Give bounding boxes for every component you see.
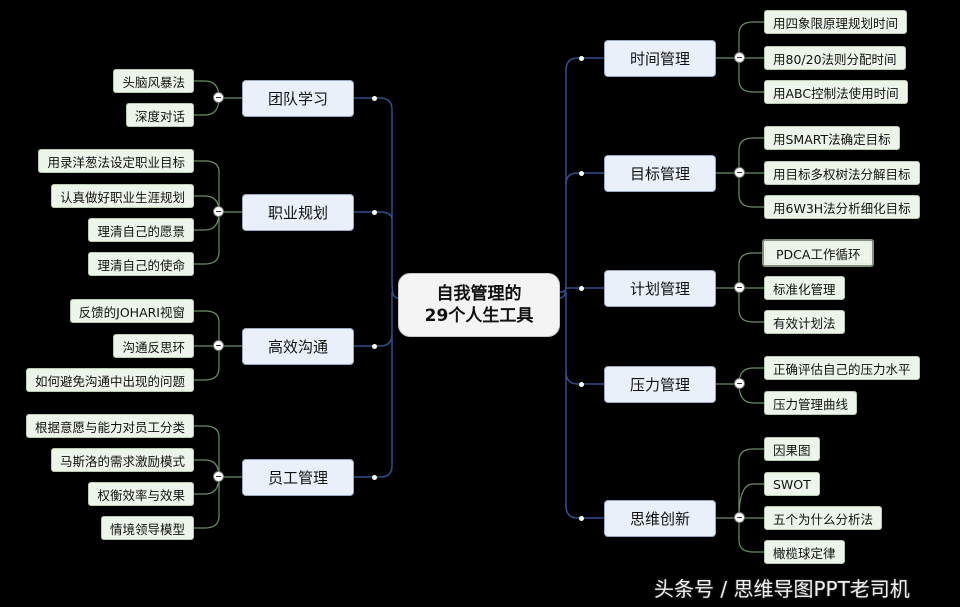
- subtopic[interactable]: 用SMART法确定目标: [764, 126, 900, 150]
- subtopic[interactable]: 深度对话: [125, 103, 194, 127]
- subtopic[interactable]: SWOT: [764, 472, 820, 496]
- central-topic-line-2: 29个人生工具: [424, 306, 534, 326]
- subtopic[interactable]: 如何避免沟通中出现的问题: [25, 368, 194, 392]
- subtopic[interactable]: 沟通反思环: [113, 334, 194, 358]
- right-trunk-connectors: [559, 57, 604, 519]
- collapse-toggle-icon[interactable]: [213, 471, 224, 482]
- subtopic[interactable]: 用目标多权树法分解目标: [764, 161, 920, 185]
- topic-time-management[interactable]: 时间管理: [604, 40, 716, 77]
- collapse-toggle-icon[interactable]: [213, 340, 224, 351]
- subtopic[interactable]: 用6W3H法分析细化目标: [764, 195, 920, 219]
- subtopic[interactable]: 用80/20法则分配时间: [764, 46, 906, 70]
- topic-staff-management[interactable]: 员工管理: [242, 459, 354, 496]
- central-topic[interactable]: 自我管理的 29个人生工具: [398, 273, 560, 337]
- subtopic[interactable]: 五个为什么分析法: [764, 506, 883, 530]
- connector-dot: [372, 475, 377, 480]
- subtopic[interactable]: 理清自己的使命: [88, 252, 194, 276]
- topic-goal-management[interactable]: 目标管理: [604, 155, 716, 192]
- topic-team-learning[interactable]: 团队学习: [242, 80, 354, 117]
- subtopic[interactable]: 橄榄球定律: [764, 540, 845, 564]
- subtopic[interactable]: 用录洋葱法设定职业目标: [38, 149, 194, 173]
- topic-communication[interactable]: 高效沟通: [242, 328, 354, 365]
- connector-dot: [579, 56, 584, 61]
- topic-career-planning[interactable]: 职业规划: [242, 194, 354, 231]
- subtopic[interactable]: 用ABC控制法使用时间: [764, 80, 908, 104]
- connector-dot: [579, 382, 584, 387]
- subtopic[interactable]: 用四象限原理规划时间: [764, 10, 908, 34]
- watermark: 头条号 / 思维导图PPT老司机: [654, 577, 910, 601]
- subtopic-selected[interactable]: PDCA工作循环: [762, 239, 875, 267]
- subtopic[interactable]: 权衡效率与效果: [88, 482, 194, 506]
- collapse-toggle-icon[interactable]: [213, 206, 224, 217]
- collapse-toggle-icon[interactable]: [734, 378, 745, 389]
- central-topic-line-1: 自我管理的: [436, 284, 522, 304]
- connector-dot: [372, 210, 377, 215]
- collapse-toggle-icon[interactable]: [734, 167, 745, 178]
- subtopic[interactable]: 头脑风暴法: [113, 69, 194, 93]
- connector-dot: [372, 344, 377, 349]
- subtopic[interactable]: 根据意愿与能力对员工分类: [25, 414, 194, 438]
- left-trunk-connectors: [354, 97, 399, 478]
- subtopic[interactable]: 反馈的JOHARI视窗: [69, 299, 194, 323]
- subtopic[interactable]: 认真做好职业生涯规划: [50, 184, 194, 208]
- connector-dot: [579, 171, 584, 176]
- subtopic[interactable]: 情境领导模型: [100, 516, 194, 540]
- connector-dot: [372, 96, 377, 101]
- subtopic[interactable]: 有效计划法: [764, 310, 845, 334]
- collapse-toggle-icon[interactable]: [734, 282, 745, 293]
- topic-innovative-thinking[interactable]: 思维创新: [604, 500, 716, 537]
- subtopic[interactable]: 马斯洛的需求激励模式: [50, 448, 194, 472]
- subtopic[interactable]: 因果图: [764, 437, 820, 461]
- subtopic[interactable]: 标准化管理: [764, 276, 845, 300]
- topic-plan-management[interactable]: 计划管理: [604, 270, 716, 307]
- left-leaf-connectors: [194, 80, 242, 529]
- connector-dot: [579, 286, 584, 291]
- collapse-toggle-icon[interactable]: [213, 92, 224, 103]
- subtopic[interactable]: 理清自己的愿景: [88, 218, 194, 242]
- subtopic[interactable]: 正确评估自己的压力水平: [764, 356, 920, 380]
- connector-dot: [579, 516, 584, 521]
- collapse-toggle-icon[interactable]: [734, 52, 745, 63]
- subtopic[interactable]: 压力管理曲线: [764, 391, 858, 415]
- topic-stress-management[interactable]: 压力管理: [604, 366, 716, 403]
- collapse-toggle-icon[interactable]: [734, 512, 745, 523]
